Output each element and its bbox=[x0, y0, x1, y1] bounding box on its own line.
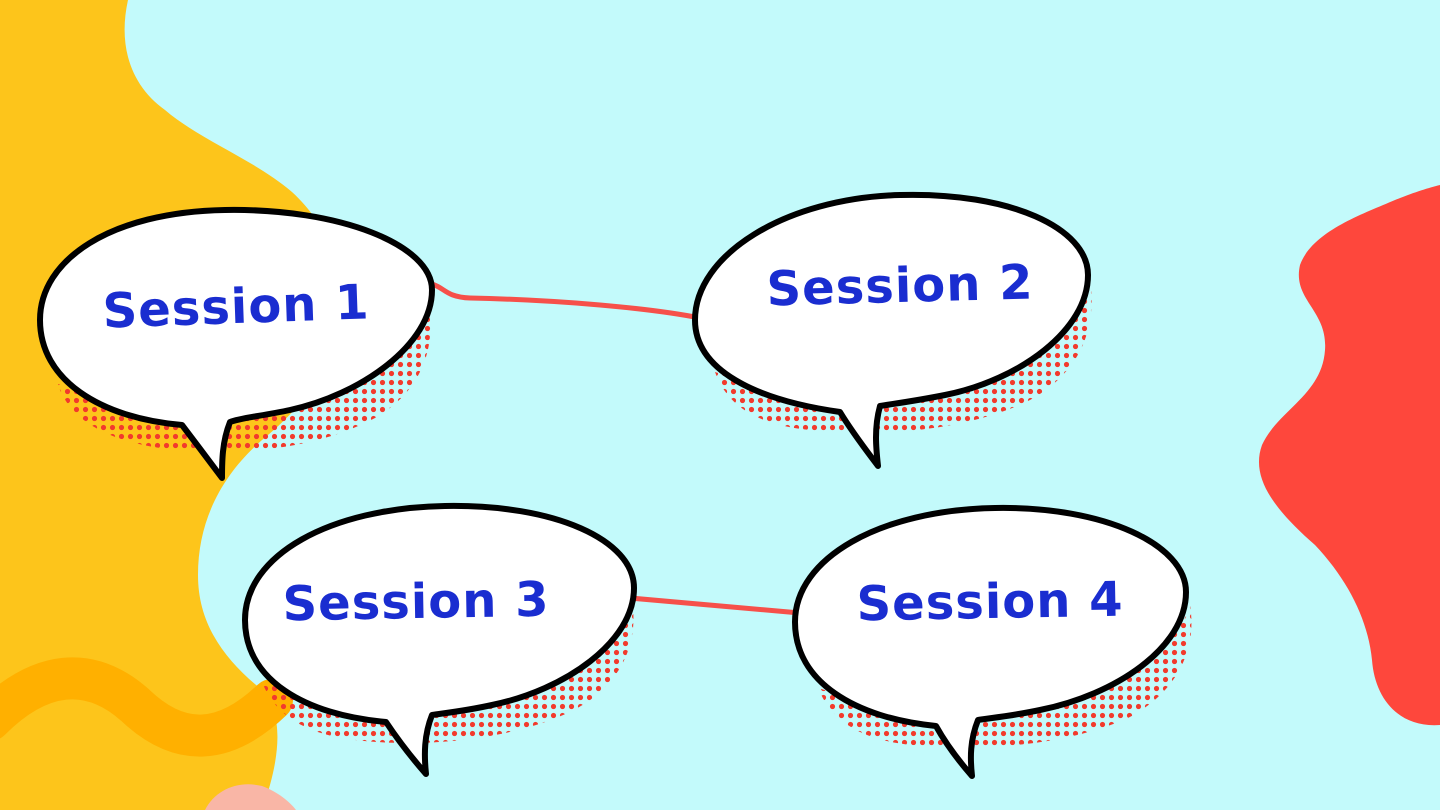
bubble-outline bbox=[37, 206, 435, 481]
bubble-outline bbox=[792, 504, 1189, 779]
speech-bubble-session-2: Session 2 bbox=[692, 191, 1092, 469]
connector-session1-session2 bbox=[417, 280, 703, 321]
speech-bubble-session-3: Session 3 bbox=[242, 502, 637, 777]
red-background-blob bbox=[1258, 185, 1440, 726]
speech-bubble-session-1: Session 1 bbox=[37, 206, 435, 481]
bubble-label: Session 2 bbox=[766, 255, 1034, 318]
bubble-label: Session 3 bbox=[282, 572, 550, 633]
bubble-label: Session 1 bbox=[102, 274, 371, 339]
bubble-outline bbox=[242, 502, 637, 777]
bubble-outline bbox=[692, 191, 1091, 469]
yellow-wave-stripe bbox=[0, 657, 293, 757]
speech-bubble-session-4: Session 4 bbox=[792, 504, 1192, 779]
pink-corner-blob bbox=[205, 784, 296, 810]
bubble-label: Session 4 bbox=[856, 572, 1124, 633]
connector-session3-session4 bbox=[627, 595, 803, 616]
